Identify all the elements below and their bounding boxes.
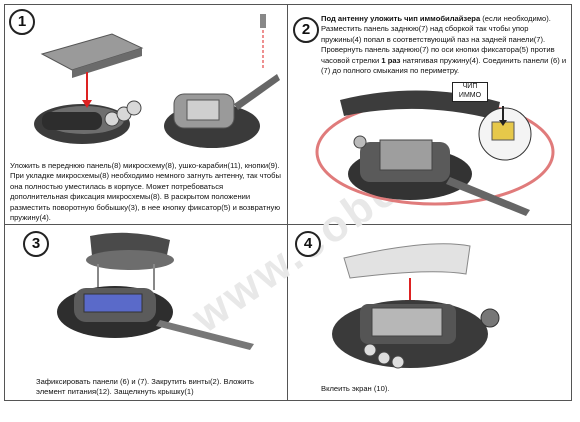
step-4-illustration (332, 243, 500, 369)
row-divider (4, 224, 572, 225)
step-3-text: Зафиксировать панели (6) и (7). Закрутит… (36, 377, 254, 397)
step-2-text: Под антенну уложить чип иммобилайзера (е… (321, 14, 567, 76)
step-1-number: 1 (9, 9, 35, 35)
step-4-text: Вклеить экран (10). (321, 384, 390, 393)
step-3-number: 3 (23, 231, 49, 257)
step-1-text: Уложить в переднюю панель(8) микросхему(… (10, 161, 281, 223)
step-1-illustration (34, 14, 280, 148)
step-2-illustration (315, 90, 555, 216)
column-divider (287, 4, 288, 401)
chip-immo-label: ЧИП ИММО (452, 82, 488, 102)
step-4-number: 4 (295, 231, 321, 257)
step-3-illustration (57, 232, 254, 350)
instruction-sheet (4, 4, 572, 401)
step-2-number: 2 (293, 17, 319, 43)
